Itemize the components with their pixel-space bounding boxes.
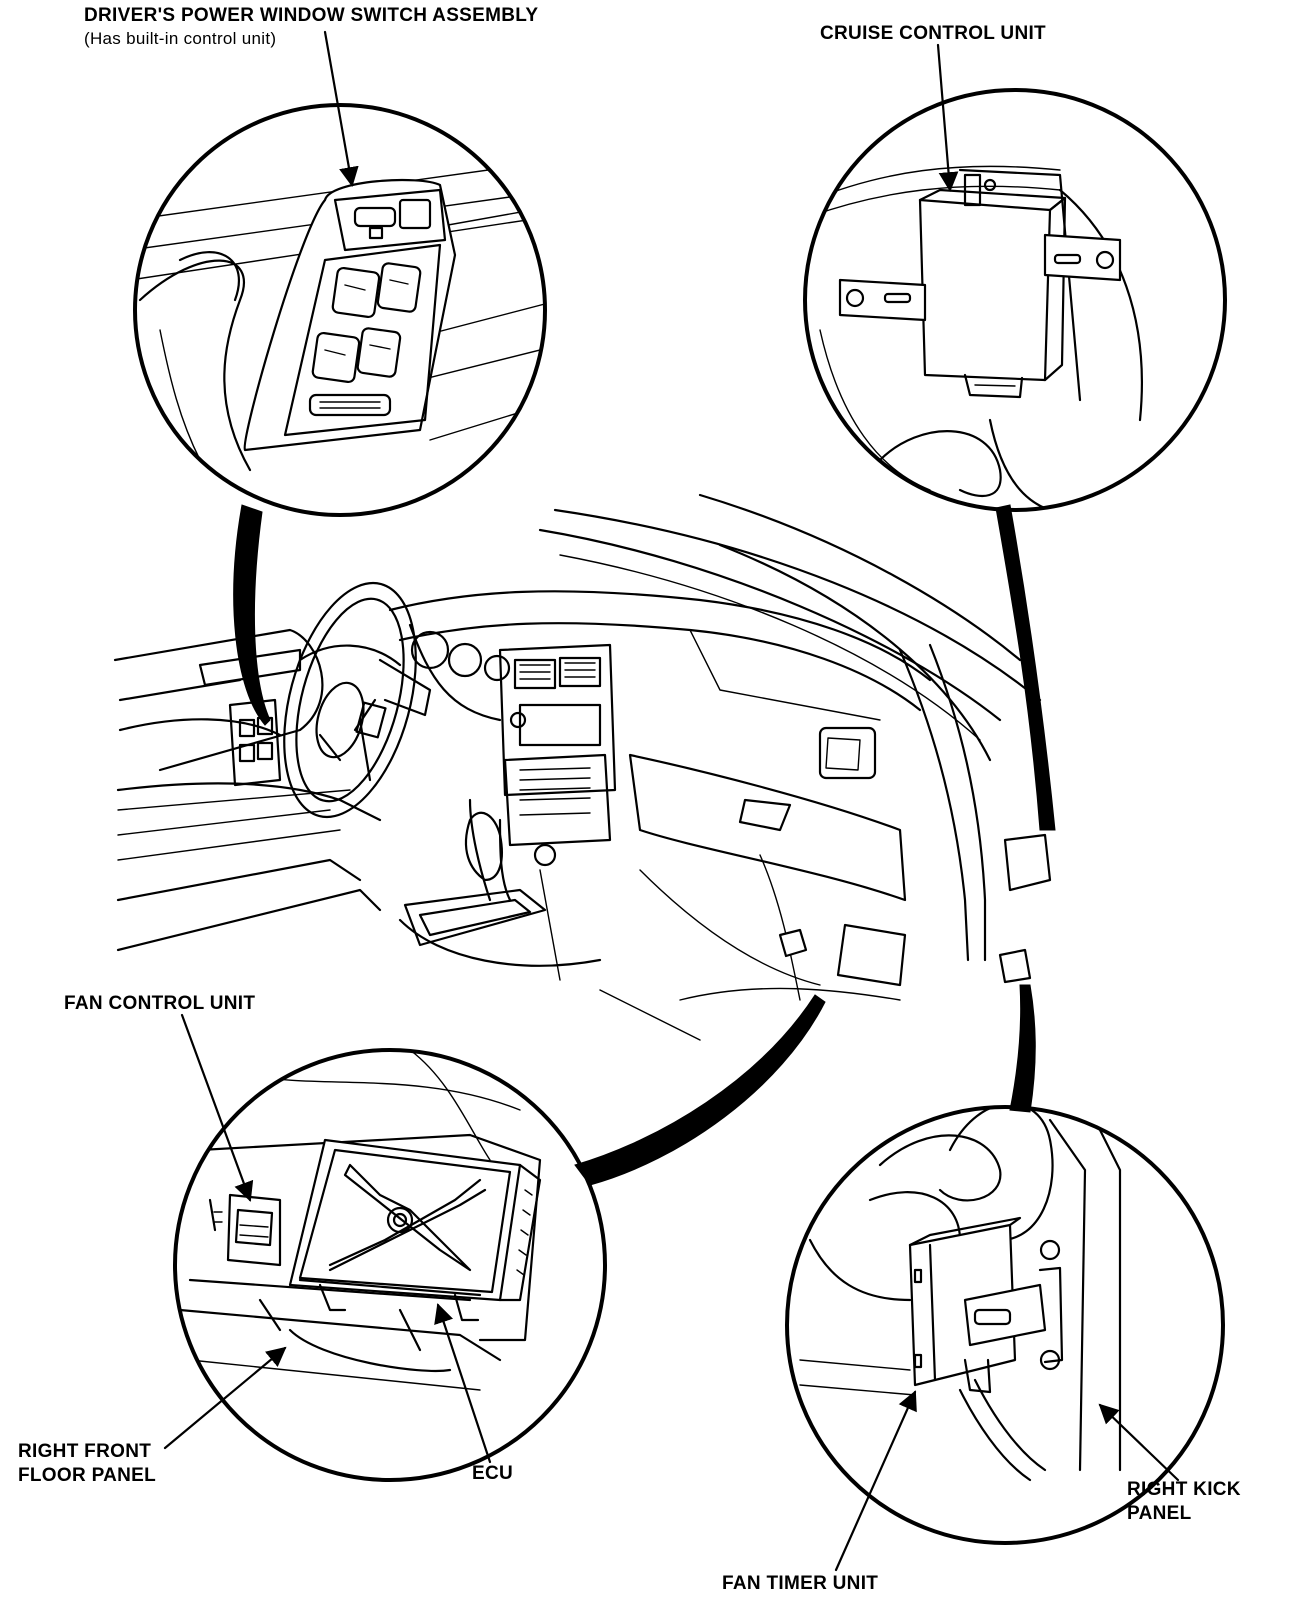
inset-fan-timer-unit xyxy=(785,1105,1225,1545)
leader-arrows xyxy=(163,30,1180,1572)
driver-power-window-switch-note: (Has built-in control unit) xyxy=(84,29,277,48)
callout-tapers xyxy=(233,504,1056,1186)
inset-cruise-control-unit xyxy=(803,88,1227,512)
right-front-floor-panel-label-line2: FLOOR PANEL xyxy=(18,1465,157,1486)
fan-timer-unit-label: FAN TIMER UNIT xyxy=(722,1573,879,1594)
cruise-control-unit-label: CRUISE CONTROL UNIT xyxy=(820,23,1046,44)
ecu-label: ECU xyxy=(472,1463,514,1484)
dashboard-scene xyxy=(113,493,1052,1041)
right-kick-panel-label-line1: RIGHT KICK xyxy=(1127,1479,1241,1500)
fan-control-unit-label: FAN CONTROL UNIT xyxy=(64,993,256,1014)
driver-power-window-switch-label: DRIVER'S POWER WINDOW SWITCH ASSEMBLY xyxy=(84,5,539,26)
inset-ecu-fan-control xyxy=(173,1048,607,1482)
right-kick-panel-label-line2: PANEL xyxy=(1127,1503,1192,1524)
right-front-floor-panel-label-line1: RIGHT FRONT xyxy=(18,1441,152,1462)
inset-power-window-switch xyxy=(133,103,547,517)
